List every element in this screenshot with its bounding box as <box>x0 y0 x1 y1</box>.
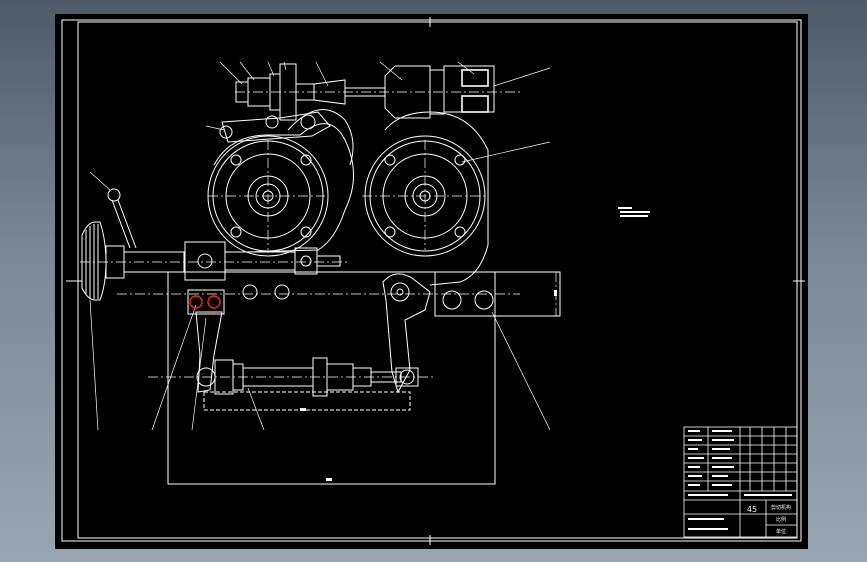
unit-label: 单位 <box>776 528 786 535</box>
leader-lines <box>89 61 551 431</box>
left-gear <box>207 135 329 257</box>
right-housing <box>384 111 489 286</box>
part-name-label: 剪切机构 <box>771 504 791 511</box>
title-block: 45 剪切机构 比例 单位 <box>683 426 798 538</box>
base-frame <box>167 271 496 485</box>
drawing-sheet <box>55 14 808 549</box>
slide-rail <box>434 271 561 317</box>
hydraulic-cylinder <box>196 357 419 397</box>
highlighted-bolts <box>189 295 221 309</box>
scale-label: 比例 <box>776 516 786 523</box>
right-gear <box>364 135 486 257</box>
inner-border <box>77 21 798 539</box>
mechanism-drawing <box>80 61 561 485</box>
material-label: 45 <box>747 505 757 514</box>
top-shaft-assembly <box>235 63 495 121</box>
handwheel <box>81 188 185 301</box>
annotation-marks <box>300 207 650 481</box>
left-housing <box>213 123 354 253</box>
lower-lever <box>195 311 223 393</box>
